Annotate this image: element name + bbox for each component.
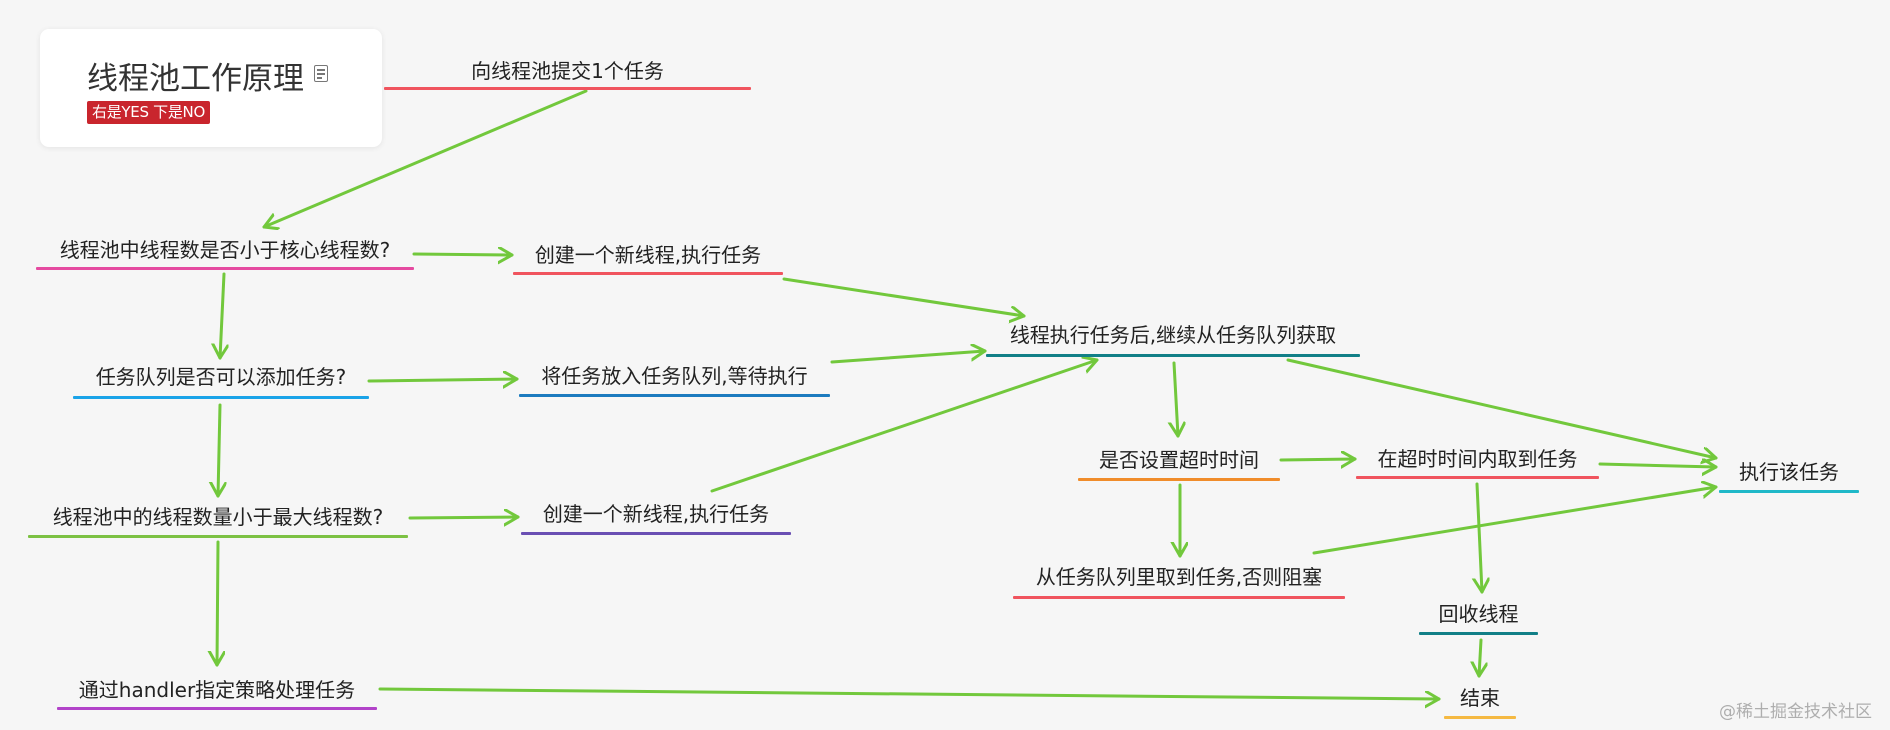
node-underline: [1419, 632, 1538, 635]
node-label: 任务队列是否可以添加任务?: [95, 365, 347, 389]
arrow-max-check-no: [217, 540, 218, 667]
node-label: 结束: [1460, 686, 1500, 710]
node-label: 在超时时间内取到任务: [1377, 447, 1578, 471]
node-fetch-or-block[interactable]: 从任务队列里取到任务,否则阻塞: [1013, 564, 1345, 599]
node-underline: [1013, 596, 1345, 599]
arrow-handler-to-end: [378, 687, 1441, 699]
arrow-queue-check-yes: [367, 379, 519, 381]
node-after-execution[interactable]: 线程执行任务后,继续从任务队列获取: [986, 322, 1360, 357]
node-label: 线程执行任务后,继续从任务队列获取: [1009, 323, 1337, 347]
arrow-put-queue-to-after-exec: [830, 351, 987, 364]
node-create-thread-2[interactable]: 创建一个新线程,执行任务: [521, 501, 791, 535]
arrow-after-exec-to-exec-task: [1286, 358, 1718, 458]
node-underline: [513, 272, 783, 275]
node-label: 执行该任务: [1739, 460, 1839, 484]
node-label: 从任务队列里取到任务,否则阻塞: [1035, 565, 1323, 589]
node-underline: [36, 267, 414, 270]
node-underline: [521, 532, 791, 535]
node-label: 通过handler指定策略处理任务: [78, 678, 356, 702]
arrow-create-new-2-to-after-exec: [710, 360, 1099, 493]
node-label: 创建一个新线程,执行任务: [542, 502, 770, 526]
arrow-after-exec-to-timeout-check: [1174, 361, 1178, 438]
node-label: 创建一个新线程,执行任务: [534, 243, 762, 267]
arrow-fetch-block-to-exec-task: [1312, 487, 1718, 555]
node-label: 线程池中线程数是否小于核心线程数?: [59, 238, 391, 262]
arrow-core-check-no: [220, 272, 224, 360]
arrow-fetch-in-timeout-to-exec-task: [1598, 464, 1718, 467]
node-end[interactable]: 结束: [1444, 685, 1516, 719]
node-fetch-within-timeout[interactable]: 在超时时间内取到任务: [1356, 446, 1599, 479]
arrow-timeout-check-yes: [1279, 459, 1357, 460]
arrow-queue-check-no: [218, 403, 220, 498]
arrow-core-check-yes: [412, 254, 514, 255]
node-submit-task[interactable]: 向线程池提交1个任务: [384, 58, 751, 90]
node-underline: [1444, 716, 1516, 719]
node-underline: [1078, 478, 1280, 481]
node-core-thread-check[interactable]: 线程池中线程数是否小于核心线程数?: [36, 237, 414, 270]
arrow-submit-to-core-check: [262, 89, 588, 227]
node-underline: [73, 396, 369, 399]
node-max-thread-check[interactable]: 线程池中的线程数量小于最大线程数?: [28, 504, 408, 538]
node-underline: [986, 354, 1360, 357]
node-create-thread-1[interactable]: 创建一个新线程,执行任务: [513, 242, 783, 275]
legend-tag: 右是YES 下是NO: [87, 101, 210, 124]
node-underline: [28, 535, 408, 538]
arrow-max-check-yes: [408, 517, 520, 518]
node-label: 向线程池提交1个任务: [471, 59, 664, 83]
node-underline: [1356, 476, 1599, 479]
node-label: 回收线程: [1438, 602, 1519, 626]
arrow-fetch-in-timeout-no: [1477, 482, 1482, 594]
node-handler-policy[interactable]: 通过handler指定策略处理任务: [57, 677, 377, 710]
node-execute-task[interactable]: 执行该任务: [1719, 459, 1859, 493]
watermark: @稀土掘金技术社区: [1719, 702, 1872, 722]
title-card: 线程池工作原理 右是YES 下是NO: [40, 29, 382, 147]
node-label: 线程池中的线程数量小于最大线程数?: [52, 505, 384, 529]
node-underline: [1719, 490, 1859, 493]
node-recycle-thread[interactable]: 回收线程: [1419, 601, 1538, 635]
diagram-title: 线程池工作原理: [87, 61, 304, 97]
arrow-create-new-1-to-after-exec: [782, 277, 1026, 316]
node-timeout-check[interactable]: 是否设置超时时间: [1078, 447, 1280, 481]
arrow-recycle-to-end: [1479, 638, 1481, 678]
node-put-into-queue[interactable]: 将任务放入任务队列,等待执行: [519, 363, 830, 397]
node-underline: [57, 707, 377, 710]
node-label: 是否设置超时时间: [1099, 448, 1259, 472]
node-queue-check[interactable]: 任务队列是否可以添加任务?: [73, 364, 369, 399]
node-underline: [519, 394, 830, 397]
note-icon[interactable]: [314, 65, 328, 82]
node-underline: [384, 87, 751, 90]
node-label: 将任务放入任务队列,等待执行: [541, 364, 808, 388]
